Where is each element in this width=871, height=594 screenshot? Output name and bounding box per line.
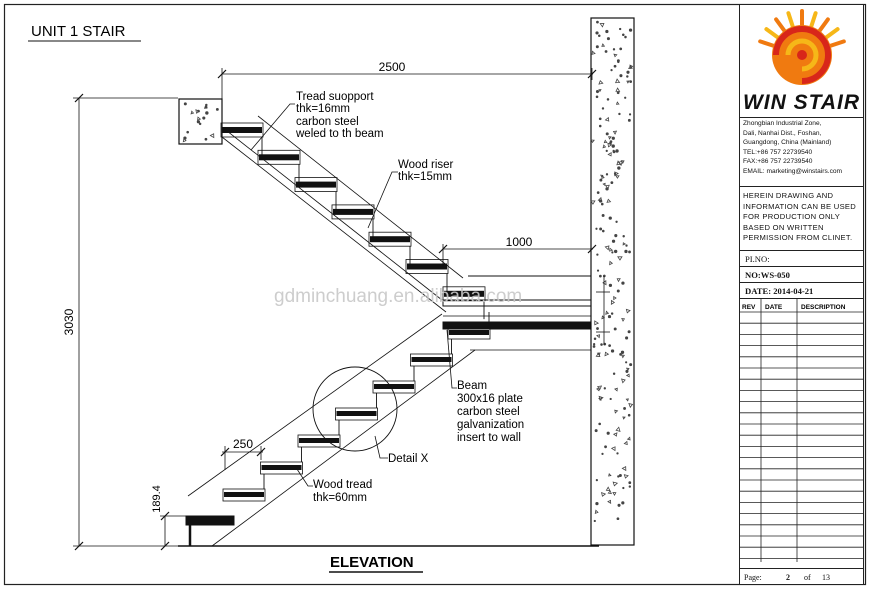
page-of: of xyxy=(804,573,811,582)
callout-tread-support-line-3: carbon steel xyxy=(296,116,359,128)
lower-step xyxy=(372,366,416,394)
upper-step xyxy=(331,204,375,238)
address-line: Guangdong, China (Mainland) xyxy=(743,139,832,147)
rev-header-date: DATE xyxy=(765,304,783,311)
callout-beam: Beam 300x16 plate carbon steel galvaniza… xyxy=(446,329,527,444)
callout-tread-support-line-4: weled to th beam xyxy=(295,128,384,140)
lower-flight-steps xyxy=(222,312,491,502)
first-landing-tread xyxy=(185,515,235,526)
dim-top-span: 2500 xyxy=(217,60,597,99)
upper-step xyxy=(442,286,486,320)
note-line: PERMISSION FROM CLINET. xyxy=(743,233,853,243)
callout-wood-riser-line-2: thk=15mm xyxy=(398,171,452,183)
lower-step xyxy=(410,339,453,367)
date-field: DATE: 2014-04-21 xyxy=(740,283,863,299)
dim-tread-going: 250 xyxy=(220,437,266,470)
callout-beam-line-5: insert to wall xyxy=(457,432,521,444)
usage-note: HEREIN DRAWING AND INFORMATION CAN BE US… xyxy=(740,187,863,251)
note-line: HEREIN DRAWING AND xyxy=(743,191,834,200)
note-line: BASED ON WRITTEN xyxy=(743,222,824,232)
unit-title: UNIT 1 STAIR xyxy=(31,23,126,40)
page-indicator: Page: 2 of 13 xyxy=(740,568,863,586)
lower-stringer-bot xyxy=(211,349,476,547)
callout-wood-riser: Wood riser thk=15mm xyxy=(367,159,457,229)
callout-wood-tread-line-1: Wood tread xyxy=(313,479,372,491)
revision-table: REV DATE DESCRIPTION xyxy=(740,299,863,562)
address-line: EMAIL: marketing@winstairs.com xyxy=(743,167,843,175)
address-line: Zhongbian Industrial Zone, xyxy=(743,120,822,127)
svg-text:Tread suopport thk=16mm: Tread suopport thk=16mm carbon steel wel… xyxy=(295,91,384,140)
upper-step xyxy=(368,231,412,265)
callout-tread-support: Tread suopport thk=16mm carbon steel wel… xyxy=(250,91,384,151)
callout-detail-x-label: Detail X xyxy=(388,453,429,465)
detail-x-circle xyxy=(312,366,398,452)
drawing-no-field: NO:WS-050 xyxy=(740,267,863,283)
upper-step xyxy=(294,177,338,210)
callout-wood-tread: Wood tread thk=60mm xyxy=(294,465,375,504)
lower-step xyxy=(447,312,491,340)
rev-header-description: DESCRIPTION xyxy=(801,304,846,311)
svg-text:Wood riser thk=15mm: Wood riser thk=15mm xyxy=(398,159,457,183)
revision-grid: REV DATE DESCRIPTION xyxy=(740,299,863,562)
dim-landing: 1000 xyxy=(438,235,597,266)
page-current: 2 xyxy=(786,573,790,582)
callout-tread-support-line-2: thk=16mm xyxy=(296,103,350,115)
brand-name: WIN STAIR xyxy=(742,91,861,114)
dim-first-rise-label: 189.4 xyxy=(151,485,163,513)
landing-beam xyxy=(442,275,610,351)
lower-step xyxy=(222,474,266,502)
dim-total-height-label: 3030 xyxy=(62,308,76,335)
page-total: 13 xyxy=(822,573,830,582)
lower-step xyxy=(260,447,303,475)
upper-stringer-bot xyxy=(221,136,447,313)
pi-no-field: PI.NO: xyxy=(740,251,863,267)
note-line: FOR PRODUCTION ONLY xyxy=(743,212,841,222)
upper-flight-steps xyxy=(220,122,486,320)
callout-beam-line-1: Beam xyxy=(457,380,487,392)
dim-landing-label: 1000 xyxy=(506,235,533,249)
callout-wood-tread-line-2: thk=60mm xyxy=(313,492,367,504)
callout-beam-line-2: 300x16 plate xyxy=(457,393,523,405)
lower-step xyxy=(335,393,378,421)
company-address: Zhongbian Industrial Zone, Dali, Nanhai … xyxy=(740,117,863,187)
upper-step xyxy=(257,149,301,183)
win-stair-logo-icon xyxy=(758,9,846,85)
watermark: gdminchuang.en.alibaba.com xyxy=(274,286,522,307)
upper-stringer-top2 xyxy=(257,115,464,279)
upper-step xyxy=(405,259,449,292)
top-slab-block xyxy=(178,98,223,145)
concrete-wall xyxy=(590,17,635,546)
sheet-border xyxy=(3,3,867,586)
dim-tread-going-label: 250 xyxy=(233,437,253,451)
callout-beam-line-3: carbon steel xyxy=(457,406,520,418)
svg-text:Beam 300x16 plate: Beam 300x16 plate carbon steel galvaniza… xyxy=(457,380,527,444)
callout-wood-riser-line-1: Wood riser xyxy=(398,159,454,171)
callout-beam-line-4: galvanization xyxy=(457,419,524,431)
callout-tread-support-line-1: Tread suopport xyxy=(296,91,374,103)
note-line: INFORMATION CAN BE USED xyxy=(743,201,857,211)
title-block: WIN STAIR Zhongbian Industrial Zone, Dal… xyxy=(739,4,864,585)
svg-text:Wood tread thk=60mm: Wood tread thk=60mm xyxy=(313,479,375,504)
rev-header-rev: REV xyxy=(742,304,756,311)
page-label: Page: xyxy=(744,573,762,582)
dim-top-span-label: 2500 xyxy=(379,60,406,74)
lower-step xyxy=(297,420,341,448)
lower-stringer-top xyxy=(187,313,443,497)
dim-total-height: 3030 xyxy=(62,93,178,551)
logo-area: WIN STAIR xyxy=(740,5,863,118)
dim-first-rise: 189.4 xyxy=(151,485,186,551)
address-line: TEL:+86 757 22739540 xyxy=(743,148,813,156)
upper-step xyxy=(220,122,264,156)
callout-detail-x: Detail X xyxy=(374,435,429,465)
address-line: FAX:+86 757 22739540 xyxy=(743,158,813,166)
address-line: Dali, Nanhai Dist., Foshan, xyxy=(743,129,822,137)
view-title: ELEVATION xyxy=(330,554,414,571)
